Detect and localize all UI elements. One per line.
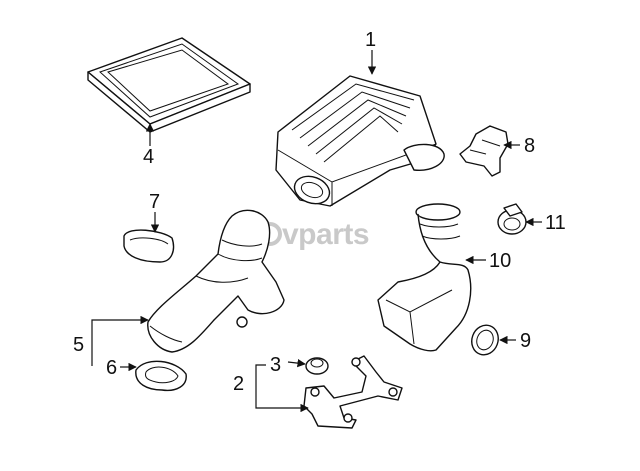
callout-1: 1 bbox=[365, 29, 376, 51]
leader-lines bbox=[91, 50, 542, 413]
seal-ring[interactable] bbox=[468, 321, 503, 358]
callout-8: 8 bbox=[524, 135, 535, 157]
callout-4: 4 bbox=[143, 146, 154, 168]
insulator[interactable] bbox=[305, 357, 329, 375]
callout-11: 11 bbox=[545, 212, 566, 234]
callout-6: 6 bbox=[106, 357, 117, 379]
air-filter-element[interactable] bbox=[87, 37, 251, 133]
callout-2: 2 bbox=[233, 373, 244, 395]
resonator[interactable] bbox=[377, 203, 472, 352]
grommet[interactable] bbox=[135, 360, 187, 392]
callout-5: 5 bbox=[73, 334, 84, 356]
intake-duct[interactable] bbox=[147, 209, 285, 353]
callout-3: 3 bbox=[270, 354, 281, 376]
mass-air-flow-sensor[interactable] bbox=[459, 125, 509, 177]
callout-labels: 1 2 3 4 5 6 7 8 9 10 11 bbox=[73, 29, 566, 395]
callout-7: 7 bbox=[149, 191, 160, 213]
watermark: vparts bbox=[258, 218, 370, 251]
air-cleaner-housing[interactable] bbox=[275, 75, 445, 208]
mounting-bracket[interactable] bbox=[303, 355, 403, 429]
callout-10: 10 bbox=[489, 250, 511, 272]
callout-9: 9 bbox=[520, 330, 531, 352]
watermark-text: vparts bbox=[282, 218, 369, 251]
hose-clamp[interactable] bbox=[497, 203, 527, 235]
cap[interactable] bbox=[123, 229, 175, 263]
